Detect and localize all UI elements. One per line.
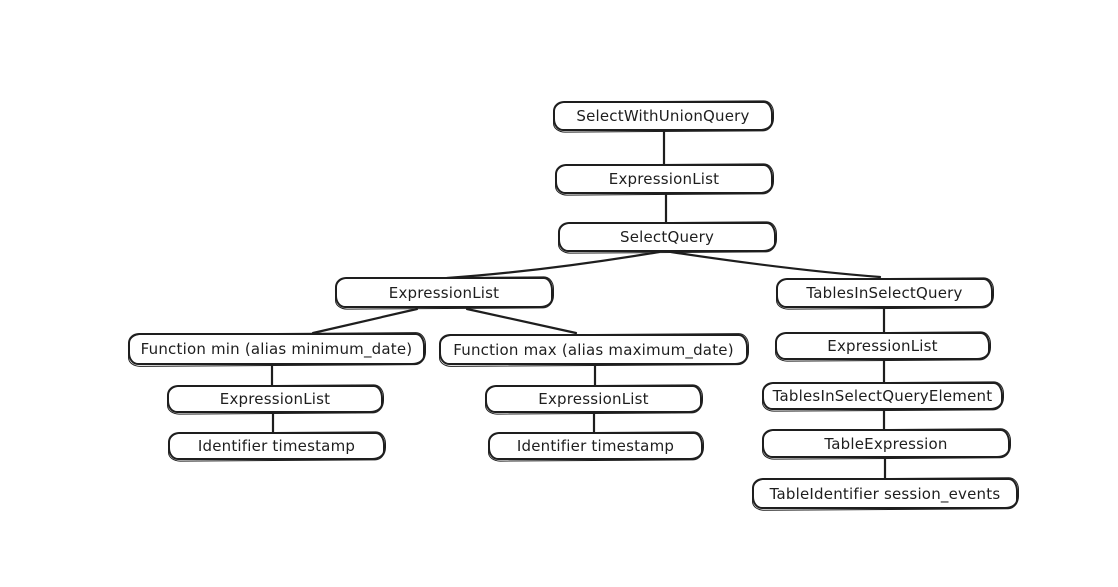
node-expression-list-max: ExpressionList <box>485 385 702 413</box>
edge-selectquery-expressionlist-left <box>445 250 661 280</box>
node-label: ExpressionList <box>388 283 500 302</box>
node-label: Function max (alias maximum_date) <box>453 340 734 359</box>
node-function-min: Function min (alias minimum_date) <box>128 333 425 365</box>
node-select-with-union-query: SelectWithUnionQuery <box>553 101 773 131</box>
node-label: SelectWithUnionQuery <box>576 107 750 125</box>
node-label: TableIdentifier session_events <box>769 484 1001 503</box>
node-label: SelectQuery <box>619 228 715 246</box>
node-tables-in-select-query: TablesInSelectQuery <box>776 278 993 308</box>
node-expression-list-root: ExpressionList <box>555 164 773 194</box>
node-label: TablesInSelectQuery <box>806 284 963 302</box>
node-tables-in-select-query-element: TablesInSelectQueryElement <box>762 382 1003 410</box>
node-label: ExpressionList <box>827 337 938 355</box>
node-identifier-timestamp-min: Identifier timestamp <box>168 432 385 460</box>
node-label: Identifier timestamp <box>197 437 356 455</box>
node-expression-list-select: ExpressionList <box>335 277 553 308</box>
node-expression-list-min: ExpressionList <box>167 385 383 413</box>
node-label: Function min (alias minimum_date) <box>140 340 413 358</box>
node-expression-list-tables: ExpressionList <box>775 332 990 360</box>
node-table-identifier-session-events: TableIdentifier session_events <box>752 478 1018 509</box>
node-select-query: SelectQuery <box>558 222 776 252</box>
edge-selectquery-tablesinselectquery <box>669 250 882 279</box>
node-label: Identifier timestamp <box>516 437 675 455</box>
node-label: TableExpression <box>824 434 948 453</box>
node-label: ExpressionList <box>608 170 720 188</box>
edge-expressionlist-functionmin <box>311 307 419 335</box>
node-function-max: Function max (alias maximum_date) <box>439 334 748 365</box>
node-label: TablesInSelectQueryElement <box>772 387 993 405</box>
edge-expressionlist-functionmax <box>465 307 578 335</box>
node-label: ExpressionList <box>538 390 649 408</box>
node-identifier-timestamp-max: Identifier timestamp <box>488 432 703 460</box>
node-table-expression: TableExpression <box>762 429 1010 458</box>
node-label: ExpressionList <box>219 390 331 408</box>
